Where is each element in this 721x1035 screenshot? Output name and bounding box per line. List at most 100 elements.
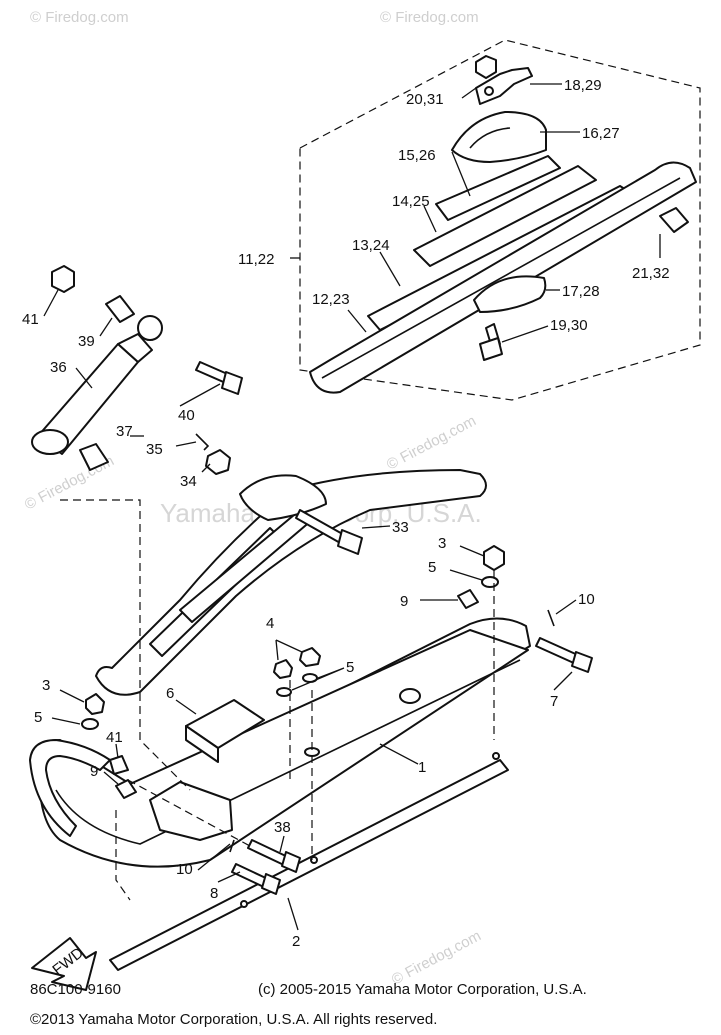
leader-39 bbox=[99, 317, 113, 337]
fwd-arrow bbox=[31, 937, 97, 991]
bolt-7-head bbox=[571, 651, 593, 673]
shock-lower-eye bbox=[31, 429, 69, 455]
collar-9-front bbox=[115, 779, 137, 799]
callout-18-29: 18,29 bbox=[564, 77, 602, 94]
callout-21-32: 21,32 bbox=[632, 265, 670, 282]
callout-41-upper: 41 bbox=[22, 311, 39, 328]
nut-41-upper bbox=[51, 265, 75, 293]
leader-33 bbox=[361, 525, 391, 529]
callout-11-22: 11,22 bbox=[238, 251, 274, 268]
callout-17-28: 17,28 bbox=[562, 283, 600, 300]
callout-15-26: 15,26 bbox=[398, 147, 436, 164]
washer-5-mid-a bbox=[276, 687, 292, 697]
callout-7: 7 bbox=[550, 693, 558, 710]
washer-5-rear bbox=[481, 576, 499, 588]
leader-40 bbox=[179, 383, 221, 407]
collar-41-lower bbox=[109, 755, 129, 775]
clamp-bracket-hole bbox=[484, 86, 494, 96]
watermark-site-top-left: © Firedog.com bbox=[30, 9, 129, 26]
leader-5-front bbox=[51, 717, 81, 725]
callout-9-rear: 9 bbox=[400, 593, 408, 610]
callout-19-30: 19,30 bbox=[550, 317, 588, 334]
leaf-main-edge bbox=[321, 177, 681, 379]
leader-5-mid bbox=[291, 667, 345, 691]
leader-4 bbox=[275, 639, 303, 661]
pin-10-rear bbox=[547, 609, 555, 627]
callout-5-mid: 5 bbox=[346, 659, 354, 676]
shock-upper-eye bbox=[137, 315, 163, 341]
collar-37 bbox=[79, 443, 109, 471]
leader-15-26 bbox=[451, 151, 471, 197]
callout-20-31: 20,31 bbox=[406, 91, 444, 108]
diagram-code: 86C100-9160 bbox=[30, 981, 121, 998]
spacer-collar bbox=[659, 207, 689, 233]
callout-36: 36 bbox=[50, 359, 67, 376]
leader-3-front bbox=[59, 689, 85, 703]
shock-rod bbox=[117, 333, 153, 363]
leader-9-front bbox=[103, 771, 119, 785]
lower-seat bbox=[473, 275, 547, 313]
leader-20-31 bbox=[461, 87, 477, 99]
spring-seat-main bbox=[239, 474, 327, 521]
leaf-14-25 bbox=[413, 165, 597, 267]
leader-8 bbox=[217, 871, 241, 883]
guide-front-bolt bbox=[127, 779, 251, 847]
washer-5-front bbox=[81, 718, 99, 730]
callout-6: 6 bbox=[166, 685, 174, 702]
callout-34: 34 bbox=[180, 473, 197, 490]
inset-bolt-head bbox=[479, 337, 503, 361]
collar-9-rear bbox=[457, 589, 479, 609]
leader-3-rear bbox=[459, 545, 485, 557]
leader-13-24 bbox=[379, 251, 401, 287]
callout-41-lower: 41 bbox=[106, 729, 123, 746]
nut-34 bbox=[205, 449, 231, 475]
nut-3-rear bbox=[483, 545, 505, 571]
callout-4: 4 bbox=[266, 615, 274, 632]
callout-39: 39 bbox=[78, 333, 95, 350]
leader-14-25 bbox=[423, 205, 437, 233]
small-copyright: (c) 2005-2015 Yamaha Motor Corporation, … bbox=[258, 981, 587, 998]
callout-9-front: 9 bbox=[90, 763, 98, 780]
spring-seat-edge bbox=[469, 127, 511, 149]
leader-35 bbox=[175, 441, 197, 447]
callout-38: 38 bbox=[274, 819, 291, 836]
callout-14-25: 14,25 bbox=[392, 193, 430, 210]
bolt-40-head bbox=[221, 371, 243, 395]
bolt-8-head bbox=[261, 873, 281, 895]
guide-shock-to-ski bbox=[60, 499, 191, 791]
callout-1: 1 bbox=[418, 759, 426, 776]
leader-10-rear bbox=[555, 599, 577, 615]
leader-38 bbox=[279, 835, 285, 853]
ski-tip-bumper bbox=[29, 739, 111, 837]
watermark-site-center: © Firedog.com bbox=[384, 412, 479, 473]
ski-edge bbox=[55, 659, 521, 845]
nut-3-front bbox=[85, 693, 105, 715]
callout-16-27: 16,27 bbox=[582, 125, 620, 142]
ski-mount-hole bbox=[399, 688, 421, 704]
leader-1 bbox=[379, 743, 419, 765]
bolt-38-head bbox=[281, 851, 301, 873]
callout-40: 40 bbox=[178, 407, 195, 424]
leader-7 bbox=[553, 671, 573, 691]
leader-12-23 bbox=[347, 309, 367, 333]
callout-37: 37 bbox=[116, 423, 133, 440]
inset-nut bbox=[475, 55, 497, 79]
leader-5-rear bbox=[449, 569, 483, 581]
callout-35: 35 bbox=[146, 441, 163, 458]
wear-bar-stud-front bbox=[240, 900, 248, 908]
leader-36 bbox=[75, 367, 93, 389]
cotter-pin-35 bbox=[195, 433, 210, 451]
spring-seat bbox=[451, 111, 547, 163]
leader-41-lower bbox=[115, 743, 119, 759]
wear-bar-stud-mid bbox=[310, 856, 318, 864]
bracket-6-side bbox=[185, 725, 219, 763]
callout-8: 8 bbox=[210, 885, 218, 902]
callout-10-rear: 10 bbox=[578, 591, 595, 608]
leader-34 bbox=[201, 463, 211, 473]
inset-boundary bbox=[299, 39, 701, 401]
callout-13-24: 13,24 bbox=[352, 237, 390, 254]
bolt-33-head bbox=[337, 529, 363, 555]
nut-4-a bbox=[299, 647, 321, 667]
callout-12-23: 12,23 bbox=[312, 291, 350, 308]
